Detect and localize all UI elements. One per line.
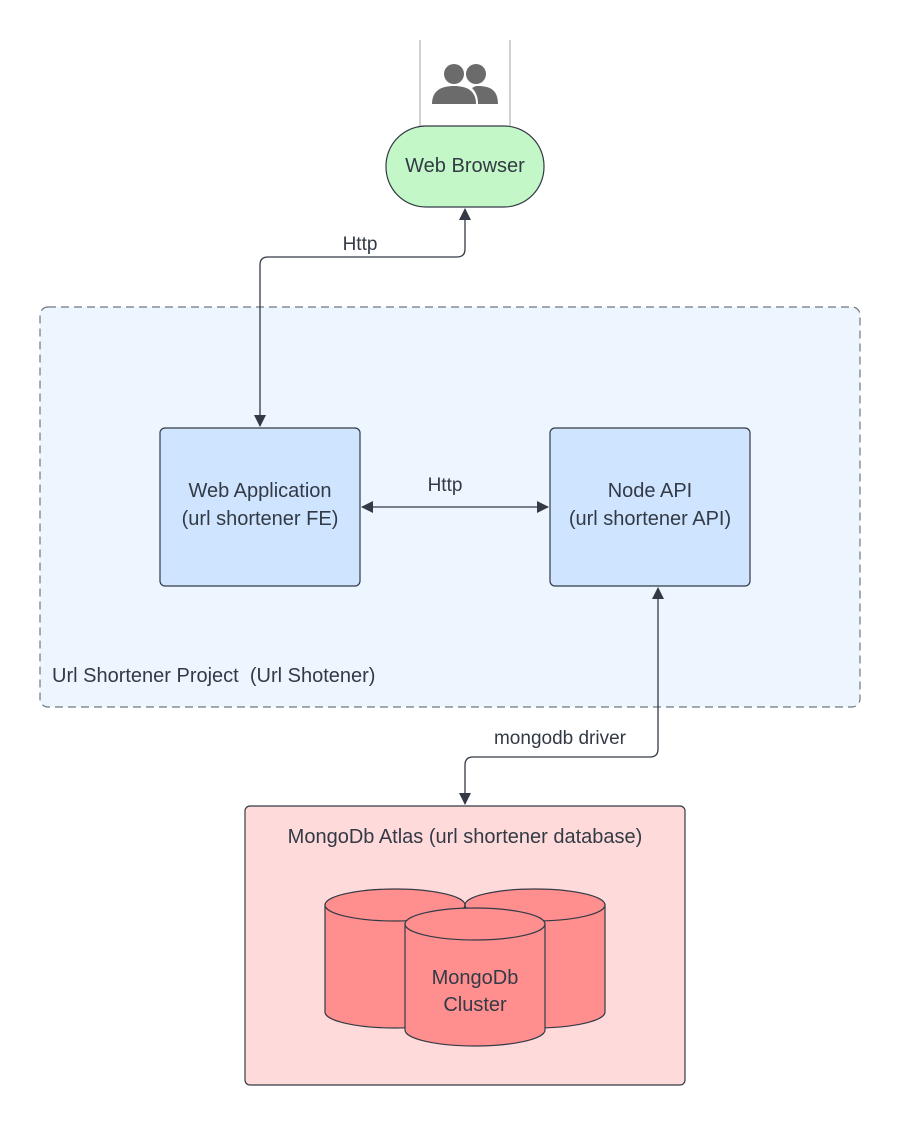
users-icon [432, 64, 498, 104]
atlas-container-label: MongoDb Atlas (url shortener database) [288, 826, 643, 848]
project-container-label: Url Shortener Project (Url Shotener) [52, 665, 375, 687]
web-application-shape [159, 427, 361, 587]
web-application-node[interactable]: Web Application (url shortener FE) [159, 427, 361, 587]
edge-browser-webapp-label: Http [343, 234, 378, 255]
edge-browser-webapp-line [254, 208, 471, 427]
edge-webapp-api-label: Http [428, 475, 463, 496]
cylinder-front [404, 907, 546, 1047]
node-api-shape [549, 427, 751, 587]
web-application-label-line2: (url shortener FE) [182, 508, 339, 530]
edge-api-mongodb-line [459, 587, 664, 805]
node-api-node[interactable]: Node API (url shortener API) [549, 427, 751, 587]
edge-webapp-api[interactable]: Http [361, 475, 549, 513]
edge-api-mongodb-label: mongodb driver [494, 728, 627, 749]
mongodb-cluster-label-line2: Cluster [443, 994, 507, 1016]
edge-browser-webapp[interactable]: Http [254, 208, 471, 427]
web-browser-label: Web Browser [405, 155, 525, 177]
node-api-label-line2: (url shortener API) [569, 508, 731, 530]
users-actor [419, 40, 511, 128]
web-browser-shape [385, 125, 545, 208]
mongodb-cluster-node[interactable]: MongoDb Cluster [324, 888, 606, 1047]
database-cylinder-icon [324, 888, 606, 1047]
mongodb-cluster-label-line1: MongoDb [432, 967, 519, 989]
edge-api-mongodb[interactable]: mongodb driver [459, 587, 664, 805]
node-api-label-line1: Node API [608, 480, 693, 502]
web-browser-node[interactable]: Web Browser [385, 125, 545, 208]
web-application-label-line1: Web Application [188, 480, 331, 502]
